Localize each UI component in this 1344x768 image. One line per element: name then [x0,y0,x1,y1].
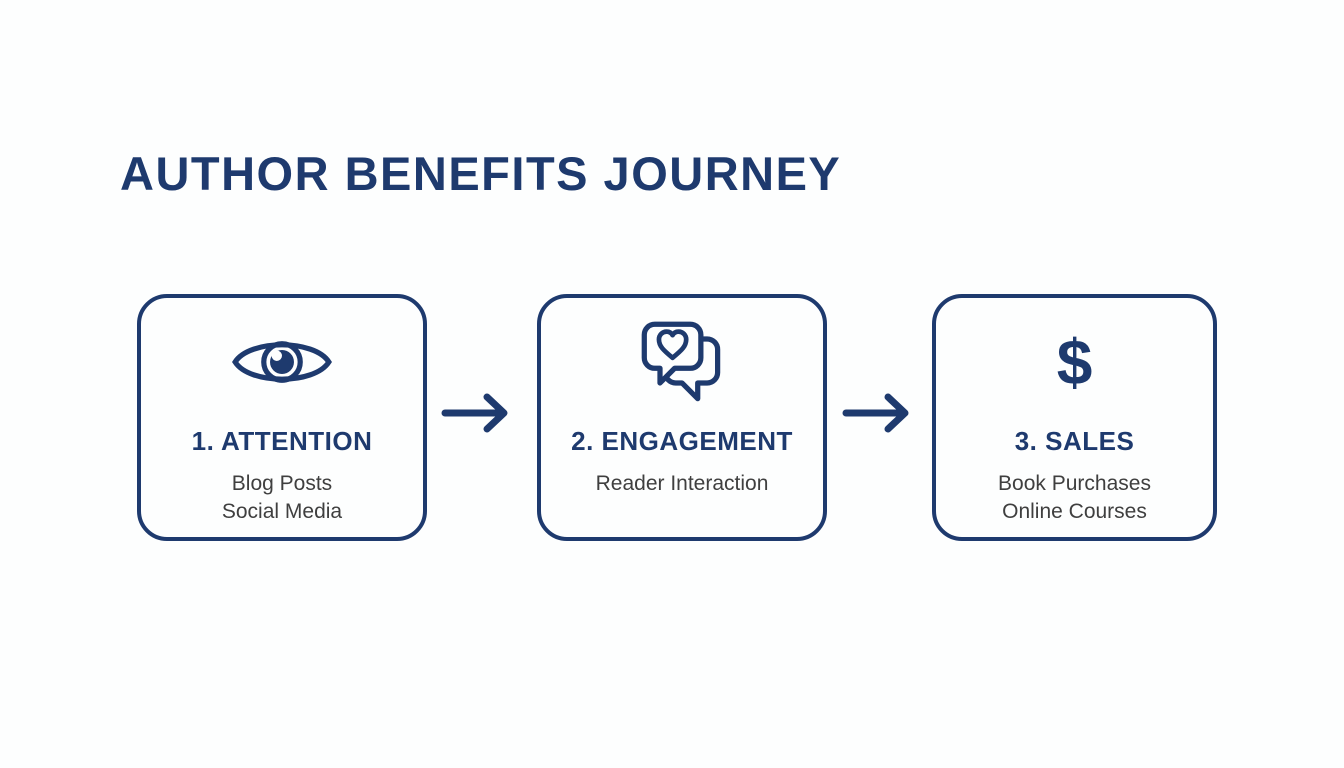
step-detail-line: Book Purchases [998,472,1151,495]
chat-heart-icon [541,298,823,426]
step-details: Blog Posts Social Media [141,470,423,526]
step-detail-line: Reader Interaction [595,472,769,495]
eye-icon [141,298,423,426]
step-title: 1. ATTENTION [191,426,373,456]
dollar-icon: $ [936,298,1213,426]
step-card-attention: 1. ATTENTION Blog Posts Social Media [137,294,427,541]
step-card-sales: $ 3. SALES Book Purchases Online Courses [932,294,1217,541]
step-details: Book Purchases Online Courses [936,470,1213,526]
step-title: 3. SALES [1014,426,1135,456]
dollar-glyph: $ [1056,326,1093,398]
arrow-right-icon [441,391,517,435]
step-title: 2. ENGAGEMENT [571,426,793,456]
step-detail-line: Blog Posts [231,472,333,495]
step-card-engagement: 2. ENGAGEMENT Reader Interaction [537,294,827,541]
step-detail-line: Online Courses [1002,500,1147,523]
page-title: AUTHOR BENEFITS JOURNEY [120,147,842,200]
step-details: Reader Interaction [541,470,823,498]
step-detail-line: Social Media [221,500,343,523]
arrow-right-icon [842,391,918,435]
